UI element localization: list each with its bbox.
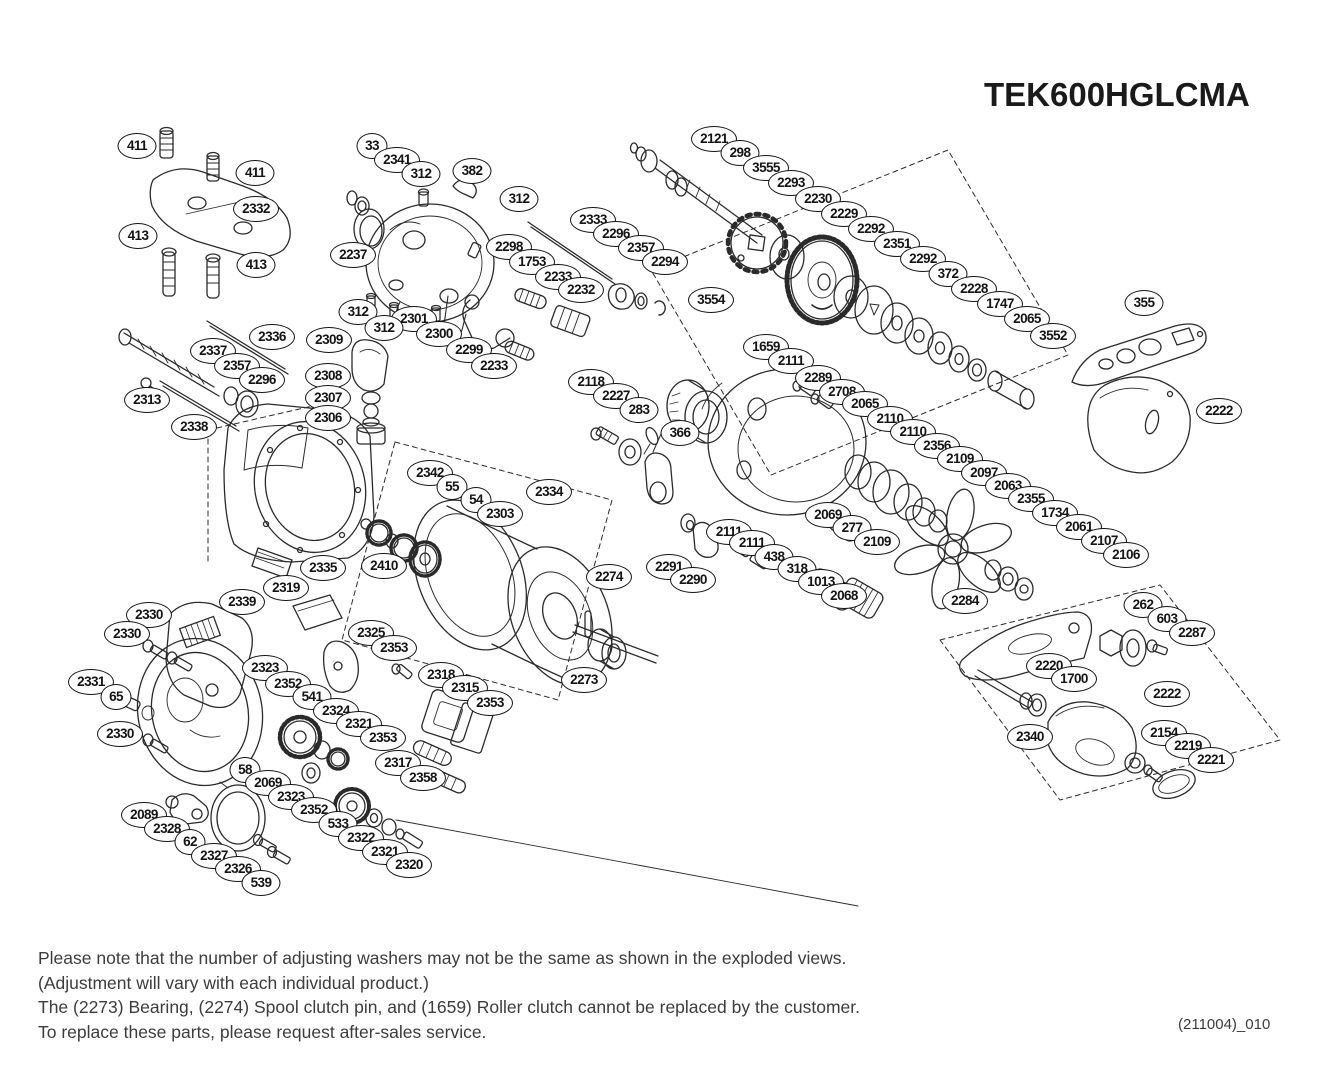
part-callout-2232: 2232 xyxy=(558,277,604,303)
part-callout-2219: 2219 xyxy=(1165,733,1211,759)
footer-note-line: The (2273) Bearing, (2274) Spool clutch … xyxy=(38,997,861,1017)
part-callout-2330: 2330 xyxy=(104,621,150,647)
part-callout-3552: 3552 xyxy=(1030,323,1076,349)
tool-and-cover-drawing xyxy=(1071,323,1207,474)
part-callout-2229: 2229 xyxy=(821,201,867,227)
part-callout-2338: 2338 xyxy=(171,414,217,440)
part-callout-2309: 2309 xyxy=(306,327,352,353)
drive-housing-drawing xyxy=(590,368,948,533)
part-callout-2330: 2330 xyxy=(97,721,143,747)
part-callout-1753: 1753 xyxy=(509,249,555,275)
part-callout-2065: 2065 xyxy=(842,391,888,417)
part-callout-539: 539 xyxy=(241,870,281,896)
part-callout-298: 298 xyxy=(720,140,760,166)
part-callout-1700: 1700 xyxy=(1051,666,1097,692)
part-callout-2221: 2221 xyxy=(1188,747,1234,773)
frame-drawing xyxy=(207,401,375,579)
part-callout-411: 411 xyxy=(235,160,275,186)
part-callout-2353: 2353 xyxy=(371,635,417,661)
part-callout-2353: 2353 xyxy=(360,725,406,751)
part-callout-2410: 2410 xyxy=(361,553,407,579)
part-callout-2326: 2326 xyxy=(215,856,261,882)
part-callout-2284: 2284 xyxy=(942,588,988,614)
part-callout-355: 355 xyxy=(1124,290,1164,316)
part-callout-2222: 2222 xyxy=(1196,398,1242,424)
part-callout-2336: 2336 xyxy=(249,324,295,350)
part-callout-366: 366 xyxy=(660,420,700,446)
part-callout-2222: 2222 xyxy=(1144,681,1190,707)
part-callout-2230: 2230 xyxy=(795,186,841,212)
part-callout-312: 312 xyxy=(338,299,378,325)
part-callout-2318: 2318 xyxy=(418,662,464,688)
gear-train-drawing xyxy=(629,142,1069,476)
part-callout-2274: 2274 xyxy=(586,564,632,590)
part-callout-2233: 2233 xyxy=(471,353,517,379)
part-callout-2287: 2287 xyxy=(1169,620,1215,646)
part-callout-2300: 2300 xyxy=(416,321,462,347)
footer-note-line: To replace these parts, please request a… xyxy=(38,1021,487,1042)
part-callout-65: 65 xyxy=(100,684,132,710)
handle-drawing xyxy=(939,584,1281,801)
part-callout-2340: 2340 xyxy=(1007,724,1053,750)
part-callout-3554: 3554 xyxy=(688,287,734,313)
part-callout-2296: 2296 xyxy=(239,367,285,393)
part-callout-2273: 2273 xyxy=(561,667,607,693)
part-callout-382: 382 xyxy=(452,158,492,184)
part-callout-2069: 2069 xyxy=(805,502,851,528)
footer-note-line: Please note that the number of adjusting… xyxy=(38,948,847,968)
part-callout-2294: 2294 xyxy=(642,249,688,275)
part-callout-2237: 2237 xyxy=(330,242,376,268)
part-callout-2355: 2355 xyxy=(1008,486,1054,512)
part-callout-2323: 2323 xyxy=(242,655,288,681)
part-callout-2339: 2339 xyxy=(219,589,265,615)
part-callout-2109: 2109 xyxy=(854,529,900,555)
clamp-bracket-drawing xyxy=(149,126,291,299)
part-callout-2332: 2332 xyxy=(233,196,279,222)
part-callout-413: 413 xyxy=(118,223,158,249)
part-callout-2111: 2111 xyxy=(768,348,814,374)
part-callout-603: 603 xyxy=(1147,606,1187,632)
part-callout-413: 413 xyxy=(236,252,276,278)
part-callout-372: 372 xyxy=(928,261,968,287)
part-callout-2303: 2303 xyxy=(477,501,523,527)
part-callout-411: 411 xyxy=(117,133,157,159)
part-callout-2290: 2290 xyxy=(670,567,716,593)
part-callout-312: 312 xyxy=(499,186,539,212)
part-callout-312: 312 xyxy=(364,315,404,341)
part-callout-2068: 2068 xyxy=(821,583,867,609)
part-callout-2358: 2358 xyxy=(400,765,446,791)
part-callout-283: 283 xyxy=(619,397,659,423)
part-callout-2331: 2331 xyxy=(68,669,114,695)
part-callout-2342: 2342 xyxy=(407,460,453,486)
part-callout-54: 54 xyxy=(460,487,492,513)
part-callout-2320: 2320 xyxy=(386,852,432,878)
part-callout-2352: 2352 xyxy=(291,797,337,823)
part-callout-2227: 2227 xyxy=(593,383,639,409)
shaft-rods-drawing xyxy=(118,320,289,432)
part-callout-2325: 2325 xyxy=(348,620,394,646)
doc-code: (211004)_010 xyxy=(1178,1016,1271,1033)
part-callout-2228: 2228 xyxy=(951,276,997,302)
part-callout-2353: 2353 xyxy=(467,690,513,716)
footer-note-line: (Adjustment will vary with each individu… xyxy=(38,972,429,993)
part-callout-2334: 2334 xyxy=(526,479,572,505)
part-callout-2319: 2319 xyxy=(263,575,309,601)
part-callout-2337: 2337 xyxy=(190,338,236,364)
part-callout-2121: 2121 xyxy=(691,126,737,152)
part-callout-2313: 2313 xyxy=(124,387,170,413)
model-title: TEK600HGLCMA xyxy=(984,76,1250,113)
part-callout-2306: 2306 xyxy=(305,405,351,431)
part-callout-2335: 2335 xyxy=(300,555,346,581)
part-callout-2097: 2097 xyxy=(961,460,1007,486)
part-callout-2106: 2106 xyxy=(1103,542,1149,568)
part-callout-1734: 1734 xyxy=(1032,500,1078,526)
footer-note: Please note that the number of adjusting… xyxy=(38,946,860,1044)
part-callout-2308: 2308 xyxy=(305,363,351,389)
part-callout-312: 312 xyxy=(401,161,441,187)
